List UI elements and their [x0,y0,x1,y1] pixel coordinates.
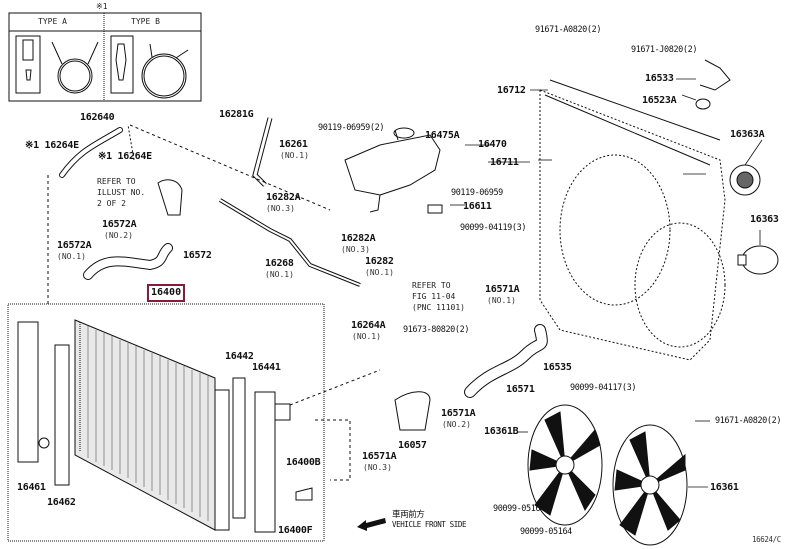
legend-marker: ※1 [96,2,108,11]
part-label-16281G[interactable]: 16281G [219,109,254,120]
part-label-16572A-no2[interactable]: 16572A [102,219,137,230]
clamp-type-legend [8,12,202,102]
part-label-162640[interactable]: 162640 [80,112,115,123]
part-label-16363A[interactable]: 16363A [730,129,765,140]
part-label-16571[interactable]: 16571 [506,384,535,395]
part-label-16361B[interactable]: 16361B [484,426,519,437]
hoses-and-pipes [47,117,548,481]
vehicle-front-label-en: VEHICLE FRONT SIDE [392,520,467,529]
part-label-16261[interactable]: 16261 [279,139,308,150]
part-label-16711[interactable]: 16711 [490,157,519,168]
part-label-16264A[interactable]: 16264A [351,320,386,331]
part-label-16264E-left[interactable]: ※1 16264E [25,140,79,151]
part-sublabel-16282A-upper: (NO.3) [266,204,295,213]
part-label-16572A-no1[interactable]: 16572A [57,240,92,251]
leader-lines [450,78,763,488]
legend-type-a-label: TYPE A [38,17,67,26]
part-sublabel-16572A-no2: (NO.2) [104,231,133,240]
part-label-16282[interactable]: 16282 [365,256,394,267]
part-label-90099-04119-3[interactable]: 90099-04119(3) [460,223,527,233]
part-label-16282A-lower[interactable]: 16282A [341,233,376,244]
legend-type-b-label: TYPE B [131,17,160,26]
part-sublabel-16261: (NO.1) [280,151,309,160]
part-label-16571A-no1[interactable]: 16571A [485,284,520,295]
part-label-90119-06959-2[interactable]: 90119-06959(2) [318,123,385,133]
vehicle-front-label-jp: 車両前方 [392,510,425,520]
vehicle-front-arrow [357,518,386,531]
part-sublabel-16571A-no1: (NO.1) [487,296,516,305]
figure-id: 16624/C [752,535,781,544]
part-sublabel-16571A-no2: (NO.2) [442,420,471,429]
part-label-16400-highlighted[interactable]: 16400 [147,284,186,302]
part-sublabel-16268: (NO.1) [265,270,294,279]
reservoir-tank [344,127,443,214]
part-label-16475A[interactable]: 16475A [425,130,460,141]
part-label-91671-A0820-top[interactable]: 91671-A0820(2) [535,25,602,35]
part-label-90119-06959[interactable]: 90119-06959 [451,188,503,198]
part-label-16470[interactable]: 16470 [478,139,507,150]
part-label-16442[interactable]: 16442 [225,351,254,362]
part-label-90099-05164-b[interactable]: 90099-05164 [520,527,572,537]
part-label-16712[interactable]: 16712 [497,85,526,96]
part-label-16268[interactable]: 16268 [265,258,294,269]
cooling-fans [527,404,688,546]
part-sublabel-16571A-no3: (NO.3) [363,463,392,472]
note-refer-illust: REFER TO ILLUST NO. 2 OF 2 [97,177,146,208]
fan-motors [695,59,779,275]
part-label-91673-80820-2[interactable]: 91673-80820(2) [403,325,470,335]
part-label-16611[interactable]: 16611 [463,201,492,212]
part-label-16533[interactable]: 16533 [645,73,674,84]
part-label-16523A[interactable]: 16523A [642,95,677,106]
part-label-16363[interactable]: 16363 [750,214,779,225]
part-label-16057[interactable]: 16057 [398,440,427,451]
part-label-16361[interactable]: 16361 [710,482,739,493]
part-label-91671-J0820[interactable]: 91671-J0820(2) [631,45,698,55]
part-label-16400F[interactable]: 16400F [278,525,313,536]
part-label-16571A-no3[interactable]: 16571A [362,451,397,462]
part-label-16571A-no2[interactable]: 16571A [441,408,476,419]
part-label-16264E-right[interactable]: ※1 16264E [98,151,152,162]
part-label-16400B[interactable]: 16400B [286,457,321,468]
part-label-16572[interactable]: 16572 [183,250,212,261]
part-label-90099-05164-a[interactable]: 90099-05164 [493,504,545,514]
part-label-16462[interactable]: 16462 [47,497,76,508]
part-label-90099-04117-3[interactable]: 90099-04117(3) [570,383,637,393]
part-sublabel-16282: (NO.1) [365,268,394,277]
note-refer-fig: REFER TO FIG 11-04 (PNC 11101) [412,281,465,312]
part-label-16441[interactable]: 16441 [252,362,281,373]
fan-shroud [539,79,726,361]
radiator-assembly-box [7,303,325,542]
part-label-16282A-upper[interactable]: 16282A [266,192,301,203]
part-label-16535[interactable]: 16535 [543,362,572,373]
part-sublabel-16572A-no1: (NO.1) [57,252,86,261]
part-sublabel-16282A-lower: (NO.3) [341,245,370,254]
part-sublabel-16264A: (NO.1) [352,332,381,341]
part-label-16461[interactable]: 16461 [17,482,46,493]
part-label-91671-A0820-bottom[interactable]: 91671-A0820(2) [715,416,782,426]
radiator-core [17,319,313,533]
